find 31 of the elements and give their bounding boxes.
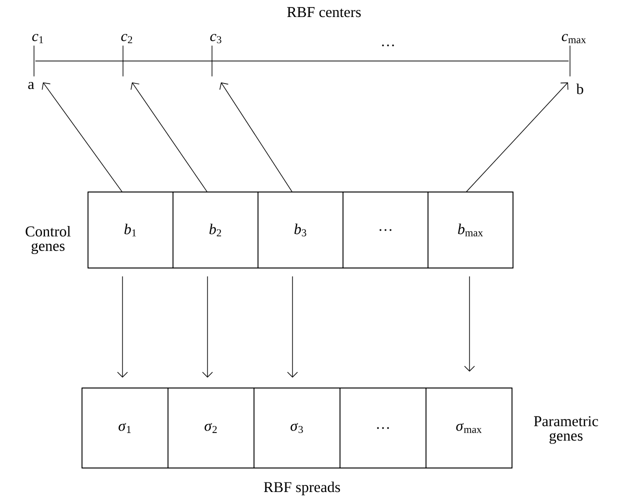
gene-cell: σ$_{max}$ bbox=[426, 388, 512, 468]
tick-label: c$_{2}$ bbox=[121, 34, 132, 44]
gene-cell: b$_{max}$ bbox=[428, 192, 514, 268]
row-caption: RBF spreads bbox=[264, 482, 340, 496]
tick-label: c$_{max}$ bbox=[562, 34, 586, 44]
arrow bbox=[464, 276, 475, 372]
arrow bbox=[202, 276, 213, 378]
gene-cell: b$_{3}$ bbox=[258, 192, 344, 268]
tick-label: c$_{1}$ bbox=[32, 34, 44, 44]
arrow bbox=[219, 82, 292, 192]
axis-line bbox=[35, 60, 569, 62]
gene-cell: σ$_{2}$ bbox=[168, 388, 254, 468]
arrow bbox=[466, 82, 568, 192]
gene-cell: σ$_{1}$ bbox=[82, 388, 168, 468]
tick-mark bbox=[122, 45, 124, 77]
row-label: Control genes bbox=[26, 226, 71, 254]
tick-label: c$_{3}$ bbox=[210, 34, 222, 44]
endpoint-label: b bbox=[576, 84, 584, 94]
endpoint-label: a bbox=[28, 82, 34, 90]
gene-cell: … bbox=[340, 388, 426, 468]
axis-label: RBF centers bbox=[287, 7, 361, 18]
gene-cell: σ$_{3}$ bbox=[254, 388, 340, 468]
arrow bbox=[130, 82, 208, 192]
gene-cell: b$_{2}$ bbox=[172, 192, 258, 268]
arrow bbox=[287, 276, 298, 378]
gene-cell: b$_{1}$ bbox=[88, 192, 174, 268]
axis-label: … bbox=[382, 44, 394, 46]
arrow bbox=[42, 82, 122, 192]
arrow bbox=[117, 276, 128, 378]
row-label: Parametric genes bbox=[534, 416, 598, 444]
gene-cell: … bbox=[342, 192, 428, 268]
